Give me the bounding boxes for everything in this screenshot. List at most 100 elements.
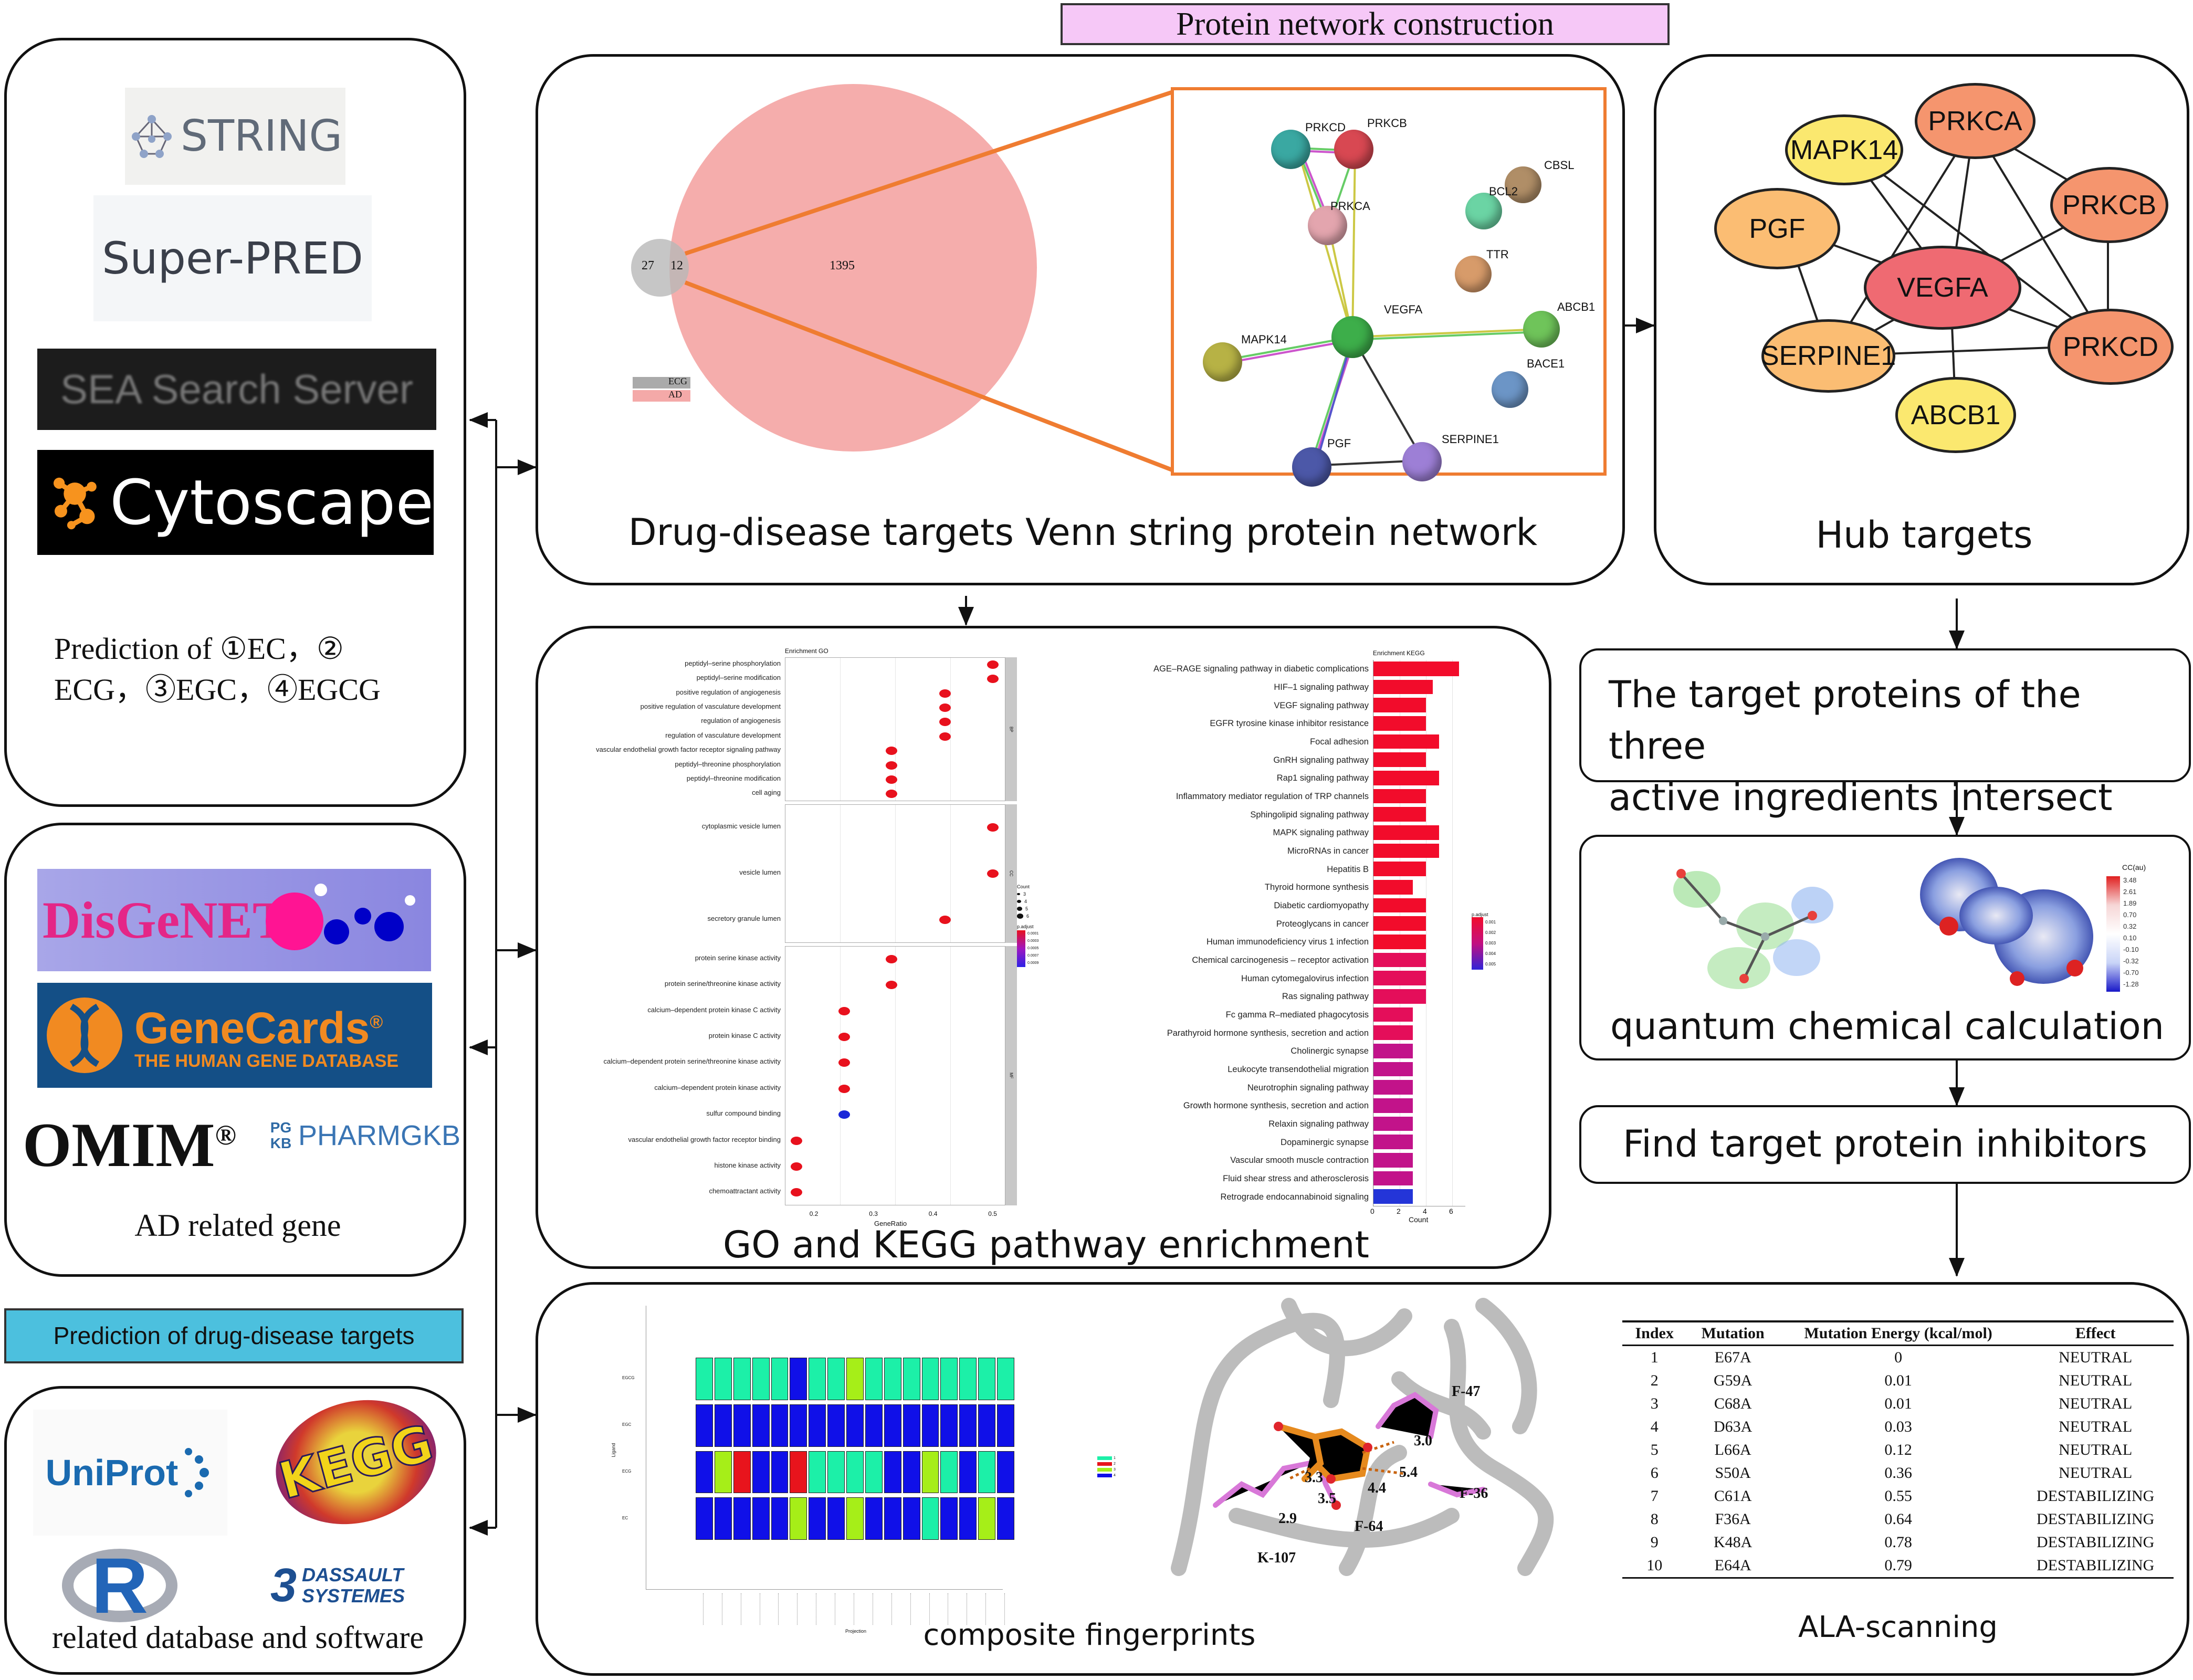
superpred-logo[interactable]: Super-PRED xyxy=(93,195,372,321)
fingerprint-cell xyxy=(752,1404,770,1447)
kegg-bar xyxy=(1373,662,1459,676)
string-network: PRKCD PRKCB CBSL PRKCA BCL2 TTR VEGFA AB… xyxy=(1171,87,1607,487)
hub-node-vegfa[interactable]: VEGFA xyxy=(1864,246,2021,330)
node-abcb1[interactable] xyxy=(1523,311,1560,348)
hub-label-pgf: PGF xyxy=(1749,213,1806,244)
go-dot xyxy=(886,954,898,963)
hub-label-serpine1: SERPINE1 xyxy=(1760,341,1896,371)
node-serpine1[interactable] xyxy=(1402,442,1442,481)
go-term-label: regulation of angiogenesis xyxy=(701,717,781,725)
node-cbsl[interactable] xyxy=(1505,166,1541,203)
go-term-label: peptidyl–threonine phosphorylation xyxy=(675,760,781,768)
omim-logo-text: OMIM xyxy=(23,1110,215,1180)
colorbar-tick: -1.28 xyxy=(2123,980,2139,988)
kegg-term-label: Ras signaling pathway xyxy=(1282,992,1369,1002)
hub-node-abcb1[interactable]: ABCB1 xyxy=(1895,377,2016,453)
node-prkcb[interactable] xyxy=(1334,130,1373,169)
node-prkca[interactable] xyxy=(1308,206,1347,245)
ala-cell: S50A xyxy=(1715,1464,1751,1482)
gene-panel: DisGeNET GeneCards® THE HUMAN GENE DATAB… xyxy=(4,823,466,1277)
go-dot xyxy=(987,823,999,832)
genecards-subtitle: THE HUMAN GENE DATABASE xyxy=(134,1051,399,1071)
hub-node-serpine1[interactable]: SERPINE1 xyxy=(1760,319,1896,393)
genecards-logo[interactable]: GeneCards® THE HUMAN GENE DATABASE xyxy=(37,983,432,1088)
kegg-logo[interactable]: KEGG xyxy=(261,1382,450,1542)
node-vegfa[interactable] xyxy=(1331,316,1373,358)
kegg-bar xyxy=(1373,952,1426,968)
sea-logo[interactable]: SEA Search Server xyxy=(37,349,436,430)
venn-legend-ad-swatch xyxy=(633,390,690,402)
node-bcl2[interactable] xyxy=(1465,193,1502,229)
hub-label-prkcd: PRKCD xyxy=(2062,331,2159,362)
colorbar-tick: 0.32 xyxy=(2123,922,2137,930)
node-ttr[interactable] xyxy=(1455,256,1492,292)
prediction-text: Prediction of ①EC，② ECG，③EGC，④EGCG xyxy=(54,628,381,710)
fingerprint-row-label: ECG xyxy=(622,1468,632,1474)
node-bace1[interactable] xyxy=(1492,371,1528,408)
cytoscape-logo[interactable]: Cytoscape xyxy=(37,450,434,555)
kegg-term-label: GnRH signaling pathway xyxy=(1273,755,1369,765)
uniprot-logo[interactable]: UniProt xyxy=(33,1410,227,1536)
r-logo[interactable]: R xyxy=(57,1536,183,1635)
node-mapk14[interactable] xyxy=(1203,342,1242,382)
ala-cell: C68A xyxy=(1714,1395,1752,1412)
ala-cell: E64A xyxy=(1686,1554,1779,1579)
fingerprint-cell xyxy=(978,1358,996,1400)
fingerprint-cell xyxy=(752,1497,770,1540)
omim-logo[interactable]: OMIM® xyxy=(23,1109,236,1181)
string-logo[interactable]: STRING xyxy=(125,88,345,185)
fingerprint-cell xyxy=(790,1358,807,1400)
fingerprint-cell xyxy=(733,1497,751,1540)
go-dot xyxy=(838,1006,850,1015)
go-legend-count-item: 3 xyxy=(1017,890,1054,898)
fingerprint-cell xyxy=(827,1451,845,1494)
kegg-bar xyxy=(1373,1044,1413,1058)
go-dot xyxy=(790,1136,802,1145)
node-prkcd[interactable] xyxy=(1271,130,1310,169)
ala-header-cell: Mutation Energy (kcal/mol) xyxy=(1779,1320,2018,1346)
hub-node-pgf[interactable]: PGF xyxy=(1714,188,1840,269)
dist-30: 3.0 xyxy=(1414,1433,1432,1449)
fingerprint-legend-item: 2 xyxy=(1097,1461,1116,1467)
label-vegfa: VEGFA xyxy=(1384,303,1423,316)
fingerprint-legend-swatch xyxy=(1097,1468,1112,1472)
label-ttr: TTR xyxy=(1486,248,1509,261)
superpred-logo-text: Super-PRED xyxy=(102,233,363,284)
ala-cell: 0.36 xyxy=(1884,1464,1912,1482)
quantum-caption: quantum chemical calculation xyxy=(1610,1005,2165,1048)
hub-node-mapk14[interactable]: MAPK14 xyxy=(1785,114,1903,185)
fingerprint-x-tick xyxy=(702,1593,708,1625)
ala-cell: NEUTRAL xyxy=(2059,1441,2133,1458)
dassault-logo[interactable]: 3 DASSAULT SYSTEMES xyxy=(243,1549,432,1622)
ala-cell: 0.79 xyxy=(1779,1554,2018,1579)
fingerprint-cell xyxy=(846,1358,864,1400)
fingerprint-cell xyxy=(921,1404,939,1447)
hub-node-prkcd[interactable]: PRKCD xyxy=(2048,309,2174,385)
node-pgf[interactable] xyxy=(1292,447,1331,487)
fingerprint-legend-item: 1 xyxy=(1097,1455,1116,1461)
kegg-bar xyxy=(1373,843,1439,858)
hub-node-prkcb[interactable]: PRKCB xyxy=(2050,167,2168,243)
go-term-label: cell aging xyxy=(752,789,781,797)
label-prkcb: PRKCB xyxy=(1367,117,1407,130)
dassault-text-2: SYSTEMES xyxy=(302,1585,405,1606)
kegg-term-label: MicroRNAs in cancer xyxy=(1287,846,1369,856)
fingerprint-cell xyxy=(978,1451,996,1494)
kegg-bar xyxy=(1373,898,1426,913)
fingerprint-cell xyxy=(978,1497,996,1540)
go-legend-p-label: 0.0009 xyxy=(1027,961,1039,965)
hub-node-prkca[interactable]: PRKCA xyxy=(1915,83,2035,159)
go-dot xyxy=(790,1188,802,1197)
disgenet-logo[interactable]: DisGeNET xyxy=(37,869,431,971)
pharmgkb-logo[interactable]: PG KB PHARMGKB xyxy=(267,1119,460,1152)
fingerprint-cell xyxy=(733,1404,751,1447)
kegg-bar xyxy=(1373,825,1439,840)
go-legend-count-item: 6 xyxy=(1017,912,1054,920)
fingerprint-cell xyxy=(809,1497,826,1540)
go-term-label: secretory granule lumen xyxy=(707,915,781,922)
fingerprint-legend-item: 4 xyxy=(1097,1473,1116,1478)
